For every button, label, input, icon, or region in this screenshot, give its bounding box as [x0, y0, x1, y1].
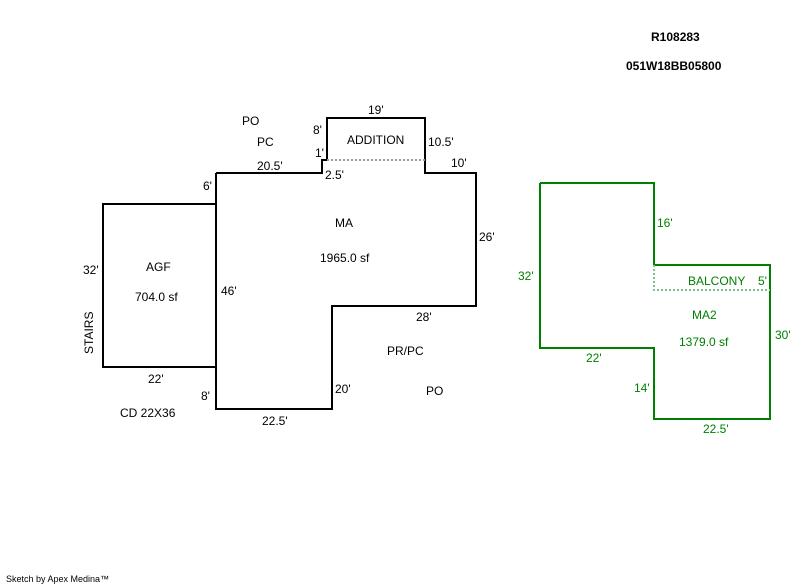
dim-10: 10'	[451, 156, 467, 170]
dim-32: 32'	[518, 269, 534, 283]
account-number: R108283	[651, 30, 700, 44]
dim-28: 28'	[416, 310, 432, 324]
label-addition: ADDITION	[347, 133, 404, 147]
dim-20: 20'	[335, 382, 351, 396]
dim-14: 14'	[634, 381, 650, 395]
agf-outline	[102, 203, 216, 368]
dim-30: 30'	[775, 328, 791, 342]
dim-agf-32: 32'	[83, 263, 99, 277]
ma-outline	[215, 117, 477, 410]
dim-20-5: 20.5'	[257, 159, 283, 173]
label-balcony: BALCONY	[688, 274, 745, 288]
label-cd: CD 22X36	[120, 406, 176, 420]
label-pc-top: PC	[257, 135, 274, 149]
dim-8-bottom: 8'	[201, 389, 210, 403]
dim-balcony-5: 5'	[758, 274, 767, 288]
map-tax-lot: 051W18BB05800	[626, 59, 722, 73]
dim-1: 1'	[315, 146, 324, 160]
dim-26: 26'	[479, 230, 495, 244]
label-stairs: STAIRS	[82, 312, 96, 354]
label-ma: MA	[335, 216, 353, 230]
dim-10-5: 10.5'	[428, 135, 454, 149]
balcony-outline	[653, 265, 770, 291]
dim-19: 19'	[368, 103, 384, 117]
ma-area: 1965.0 sf	[320, 251, 370, 265]
dim-22: 22'	[586, 351, 602, 365]
label-po-top: PO	[242, 114, 259, 128]
dim-22-5-green: 22.5'	[703, 422, 729, 436]
dim-6: 6'	[203, 179, 212, 193]
dim-16: 16'	[657, 216, 673, 230]
label-pr-pc: PR/PC	[387, 344, 424, 358]
footer-credit: Sketch by Apex Medina™	[6, 574, 110, 584]
dim-22-5: 22.5'	[262, 414, 288, 428]
agf-area: 704.0 sf	[135, 290, 178, 304]
dim-46: 46'	[221, 284, 237, 298]
dim-8-top: 8'	[313, 123, 322, 137]
label-agf: AGF	[146, 260, 171, 274]
ma2-outline	[539, 182, 771, 420]
ma2-area: 1379.0 sf	[679, 335, 729, 349]
label-ma2: MA2	[692, 308, 717, 322]
dim-agf-22: 22'	[148, 372, 164, 386]
dim-2-5: 2.5'	[325, 168, 344, 182]
label-po-bottom: PO	[426, 384, 443, 398]
